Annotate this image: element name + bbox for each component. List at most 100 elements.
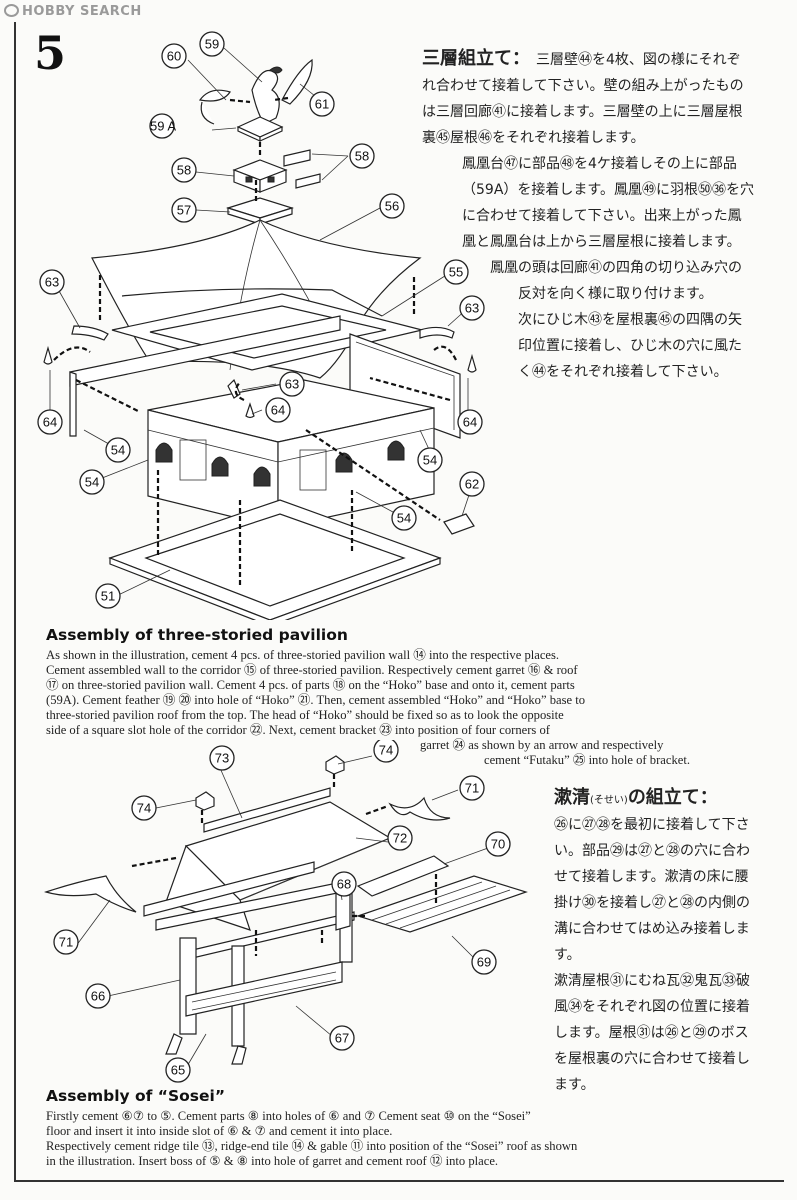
pavilion-jp-line: （59A）を接着します。鳳凰㊾に羽根㊿㊱を穴 [462,182,754,198]
svg-text:71: 71 [59,935,73,950]
callout-58-left: 58 [171,157,197,183]
feather-right-icon [281,58,313,105]
svg-text:59 A: 59 A [150,119,176,134]
pavilion-jp-line: 鳳凰台㊼に部品㊽を4ケ接着しその上に部品 [462,156,737,172]
svg-text:61: 61 [315,97,329,112]
svg-text:62: 62 [465,477,479,492]
futaku-64-right-icon [467,353,477,373]
bench-seat-70 [356,855,450,897]
sosei-jp-line: を屋根裏の穴に合わせて接着し [554,1051,750,1067]
gable-71-right [388,796,451,821]
svg-text:72: 72 [393,831,407,846]
gable-71-left [44,875,137,913]
watermark: HOBBY SEARCH [4,4,142,19]
ridge-end-tile-74-right-icon [325,755,345,775]
callout-64-center: 64 [265,397,291,423]
pavilion-jp-line: 印位置に接着し、ひじ木の穴に風た [518,338,742,354]
ridge-tile-73 [203,787,331,833]
callout-73: 73 [209,745,235,771]
pavilion-en-line: garret ㉔ as shown by an arrow and respec… [420,738,664,752]
pavilion-jp-line: 三層壁㊹を4枚、図の様にそれぞ [536,52,741,68]
svg-text:70: 70 [491,837,505,852]
svg-text:54: 54 [85,475,99,490]
pavilion-jp-line: 反対を向く様に取り付けます。 [518,286,713,302]
callout-61: 61 [309,91,335,117]
callout-72: 72 [387,825,413,851]
futaku-64-left-icon [43,345,53,365]
svg-text:65: 65 [171,1063,185,1078]
page-frame-left [14,22,16,1182]
svg-text:66: 66 [91,989,105,1004]
svg-text:63: 63 [285,377,299,392]
svg-text:55: 55 [449,265,463,280]
pavilion-en-line: cement “Futaku” ㉕ into hole of bracket. [484,753,690,767]
pavilion-en-line: (59A). Cement feather ⑲ ⑳ into hole of “… [46,693,586,707]
pavilion-jp-line: 次にひじ木㊸を屋根裏㊺の四隅の矢 [518,312,742,328]
callout-57: 57 [171,197,197,223]
callout-67: 67 [329,1025,355,1051]
watermark-text: HOBBY SEARCH [22,4,142,19]
svg-text:60: 60 [167,49,181,64]
sosei-jp-line: 溝に合わせてはめ込み接着しま [554,921,750,937]
sosei-exploded-view: 73 74 74 71 72 70 68 71 69 66 67 65 [44,740,528,1083]
sosei-jp-title-suffix: の組立て： [627,787,718,808]
callout-58-right: 58 [349,143,375,169]
callout-63-center: 63 [279,371,305,397]
sosei-jp-line: い。部品㉙は㉗と㉘の穴に合わ [554,843,750,859]
sosei-jp-line: 掛け㉚を接着し㉗と㉘の内側の [554,895,750,911]
svg-text:57: 57 [177,203,191,218]
svg-text:64: 64 [271,403,285,418]
svg-text:74: 74 [137,801,151,816]
svg-text:68: 68 [337,877,351,892]
pavilion-jp-line: れ合わせて接着して下さい。壁の組み上がったもの [422,78,744,94]
sosei-jp-line: せて接着します。漱清の床に腰 [554,869,749,885]
svg-text:63: 63 [45,275,59,290]
sosei-en-line: Firstly cement ⑥⑦ to ⑤. Cement parts ⑧ i… [46,1109,531,1123]
callout-70: 70 [485,831,511,857]
sosei-jp-line: ㉖に㉗㉘を最初に接着して下さ [554,817,750,833]
pavilion-jp-line: く㊹をそれぞれ接着して下さい。 [518,364,728,380]
callout-74-left: 74 [131,795,157,821]
svg-text:67: 67 [335,1031,349,1046]
callout-55: 55 [443,259,469,285]
hobby-search-logo-icon [4,4,19,17]
callout-54-c: 54 [79,469,105,495]
callout-54-d: 54 [391,505,417,531]
callout-59: 59 [199,31,225,57]
svg-text:63: 63 [465,301,479,316]
callout-62: 62 [459,471,485,497]
callout-63-left: 63 [39,269,65,295]
callout-69: 69 [471,949,497,975]
sosei-en-title: Assembly of “Sosei” [46,1087,226,1105]
svg-text:73: 73 [215,751,229,766]
pavilion-jp-line: 凰と鳳凰台は上から三層屋根に接着します。 [462,234,741,250]
pavilion-diagram: 60 59 61 59 A 58 58 57 56 55 63 63 63 64… [30,30,500,620]
sosei-jp-title-main: 漱清 [554,787,590,808]
sosei-jp-title: 漱清(そせい)の組立て： [554,789,718,807]
callout-64-left: 64 [37,409,63,435]
callout-74-right: 74 [373,740,399,763]
svg-text:58: 58 [355,149,369,164]
svg-text:56: 56 [385,199,399,214]
svg-text:51: 51 [101,589,115,604]
callout-71-right: 71 [459,775,485,801]
callout-59a: 59 A [149,113,176,139]
feather-left-icon [198,89,231,125]
pavilion-jp-line: 裏㊺屋根㊻をそれぞれ接着します。 [422,130,645,146]
svg-text:54: 54 [111,443,125,458]
pavilion-exploded-view: 60 59 61 59 A 58 58 57 56 55 63 63 63 64… [37,31,485,620]
callout-60: 60 [161,43,187,69]
pavilion-wall-54-left [69,315,341,437]
futaku-64-center-icon [245,402,255,419]
callout-56: 56 [379,193,405,219]
svg-text:64: 64 [463,415,477,430]
sosei-jp-line: します。屋根㉛は㉖と㉙のボス [554,1025,749,1041]
callout-63-right: 63 [459,295,485,321]
sosei-jp-title-ruby: (そせい) [590,795,628,806]
bracket-63-right [419,326,455,339]
ridge-end-tile-74-left-icon [195,791,215,811]
callout-51: 51 [95,583,121,609]
svg-text:74: 74 [379,743,393,758]
pavilion-jp-line: は三層回廊㊶に接着します。三層壁の上に三層屋根 [422,104,743,120]
sosei-jp-line: 漱清屋根㉛にむね瓦㉜鬼瓦㉝破 [554,973,750,989]
